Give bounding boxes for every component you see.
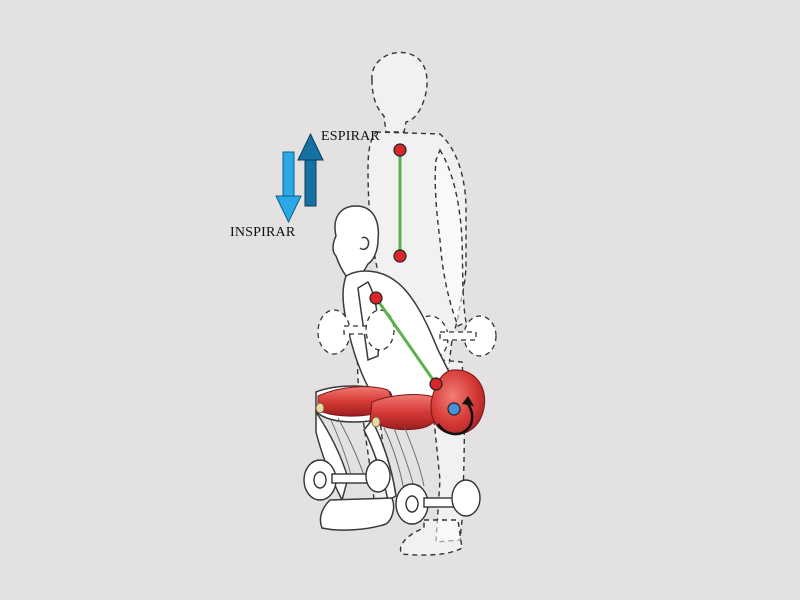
- lower-dumbbell: [395, 479, 481, 525]
- marker-squat-hip: [429, 377, 443, 391]
- marker-squat-shoulder: [369, 291, 383, 305]
- front-dumbbell: [303, 459, 391, 501]
- quadriceps-muscles: [317, 386, 441, 431]
- arrow-down-icon: [275, 151, 302, 224]
- marker-standing-shoulder: [393, 143, 407, 157]
- curved-arrow-icon: [436, 396, 474, 436]
- inhale-label: INSPIRAR: [230, 225, 296, 240]
- marker-standing-hip: [393, 249, 407, 263]
- arrow-up-icon: [297, 132, 324, 207]
- marker-hip-pivot: [447, 402, 461, 416]
- exhale-label: ESPIRAR: [321, 129, 380, 144]
- rear-dumbbell: [317, 309, 395, 355]
- squat-back-line: [374, 297, 438, 385]
- knee-cap-left: [315, 402, 325, 414]
- knee-cap-right: [371, 416, 381, 428]
